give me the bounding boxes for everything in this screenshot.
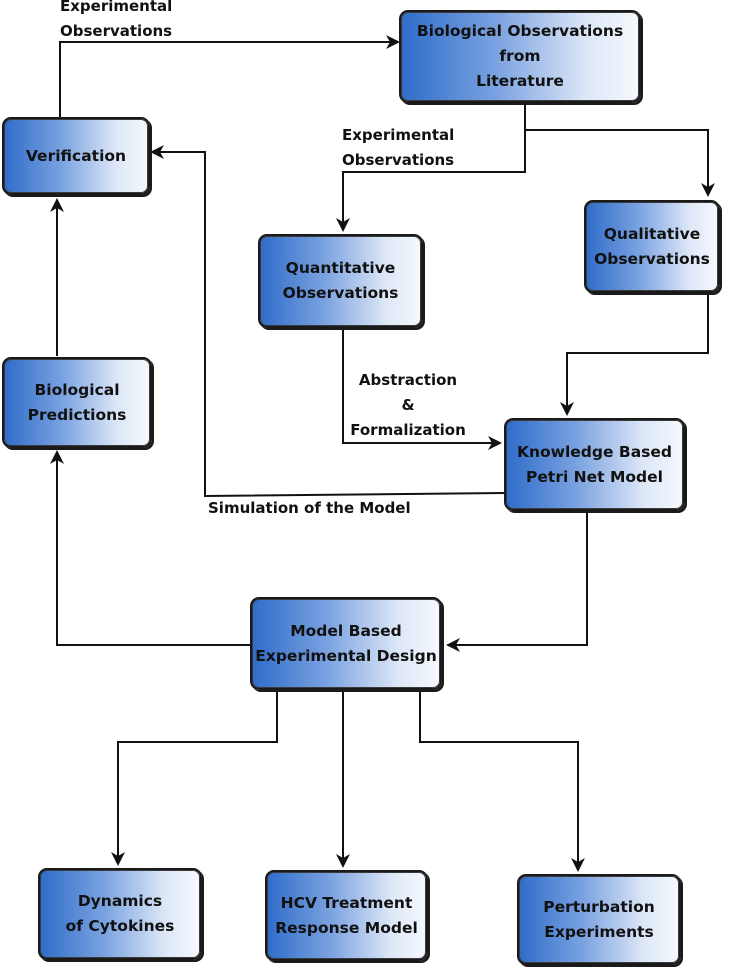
edge-design-to-predictions	[50, 450, 250, 646]
edge-design-to-perturbation	[419, 690, 585, 872]
node-literature: Biological Observations from Literature	[399, 10, 641, 103]
node-verification: Verification	[2, 117, 150, 195]
edge-quantitative-to-petri	[342, 328, 502, 450]
edge-petri-to-design	[446, 511, 588, 652]
node-cytokines: Dynamics of Cytokines	[38, 868, 202, 960]
edge-literature-to-quantitative	[336, 103, 526, 232]
edge-verification-to-literature	[59, 35, 400, 117]
node-hcv-label: HCV Treatment Response Model	[275, 893, 418, 937]
node-predictions: Biological Predictions	[2, 357, 152, 448]
node-verification-label: Verification	[25, 146, 127, 165]
node-perturbation: Perturbation Experiments	[517, 874, 681, 965]
node-cytokines-label: Dynamics of Cytokines	[65, 892, 175, 935]
node-hcv: HCV Treatment Response Model	[265, 870, 428, 961]
node-quantitative-label: Quantitative Observations	[282, 259, 399, 302]
node-design: Model Based Experimental Design	[250, 597, 442, 690]
edge-label-top-experimental: Experimental Observations	[60, 0, 173, 40]
node-predictions-label: Biological Predictions	[27, 380, 127, 424]
node-qualitative: Qualitative Observations	[584, 200, 720, 293]
node-design-label: Model Based Experimental Design	[255, 621, 437, 665]
edge-label-mid-experimental: Experimental Observations	[342, 126, 455, 169]
node-literature-label: Biological Observations from Literature	[416, 22, 624, 90]
node-petri-net-label: Knowledge Based Petri Net Model	[516, 442, 673, 486]
edge-label-simulation: Simulation of the Model	[208, 499, 411, 517]
edge-petri-to-verification	[150, 145, 506, 498]
edge-literature-to-qualitative	[525, 129, 715, 197]
node-petri-net: Knowledge Based Petri Net Model	[504, 418, 685, 511]
edge-label-abstraction: Abstraction & Formalization	[350, 371, 466, 439]
node-quantitative: Quantitative Observations	[258, 234, 423, 328]
edge-qualitative-to-petri	[560, 293, 709, 416]
node-perturbation-label: Perturbation Experiments	[543, 897, 655, 941]
edge-design-to-cytokines	[111, 690, 278, 866]
node-qualitative-label: Qualitative Observations	[594, 224, 710, 268]
